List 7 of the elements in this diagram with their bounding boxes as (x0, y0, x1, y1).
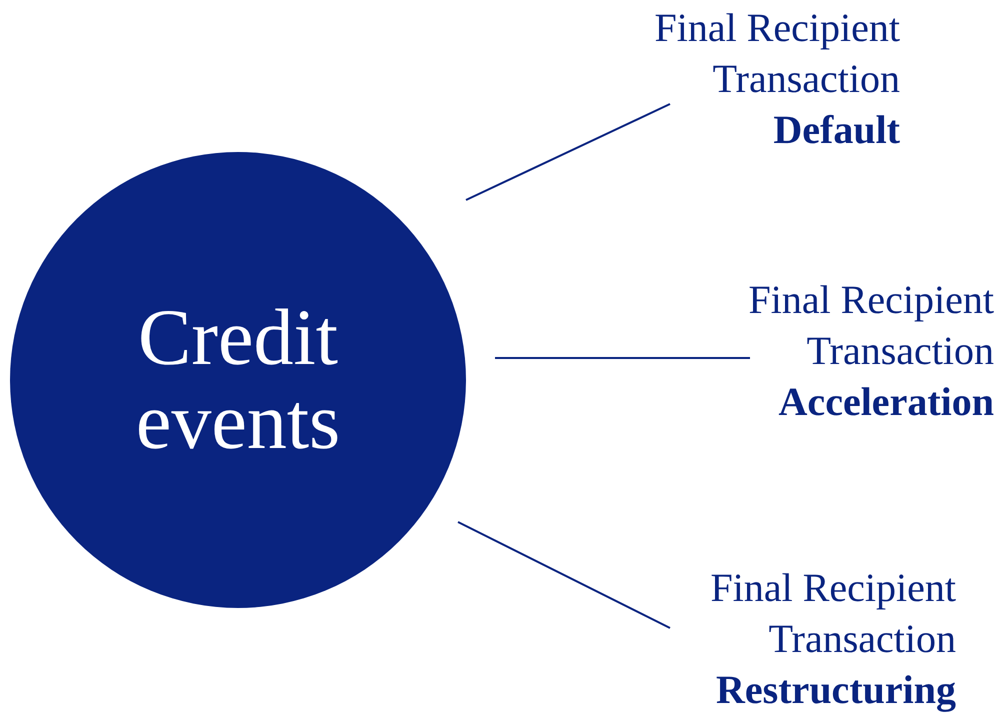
event-label: Final Recipient Transaction Acceleration (747, 276, 994, 426)
connector-line (495, 357, 750, 359)
event-label: Final Recipient Transaction Default (653, 4, 900, 154)
node-title: Credit events (134, 296, 342, 464)
connector-line (466, 103, 670, 201)
connector-line (458, 521, 670, 629)
event-label: Final Recipient Transaction Restructuring (709, 564, 956, 714)
